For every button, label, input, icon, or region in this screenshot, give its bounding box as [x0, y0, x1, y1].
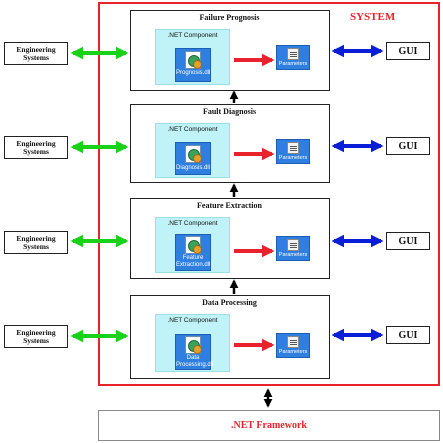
- gui-box: GUI: [386, 232, 430, 250]
- net-framework-box: .NET Framework: [98, 410, 440, 441]
- parameters-tile: Parameters: [276, 333, 310, 358]
- module-title: Data Processing: [202, 298, 257, 307]
- system-label: SYSTEM: [350, 11, 396, 23]
- module-failure-prognosis: Failure Prognosis .NET Component Prognos…: [130, 10, 330, 91]
- parameters-file-icon: [287, 48, 299, 60]
- dll-file-icon: [185, 336, 202, 354]
- parameters-tile: Parameters: [276, 45, 310, 70]
- dll-name: Feature Extraction.dll: [176, 255, 211, 268]
- parameters-label: Parameters: [278, 61, 308, 67]
- gui-box: GUI: [386, 42, 430, 60]
- gui-box: GUI: [386, 137, 430, 155]
- net-component-box: .NET Component Feature Extraction.dll: [155, 217, 230, 273]
- engineering-systems-box: Engineering Systems: [4, 231, 68, 254]
- module-title: Failure Prognosis: [199, 13, 260, 22]
- engineering-systems-box: Engineering Systems: [4, 325, 68, 348]
- parameters-file-icon: [287, 336, 299, 348]
- system-boundary: [98, 2, 440, 386]
- parameters-label: Parameters: [278, 252, 308, 258]
- dll-tile: Diagnosis.dll: [175, 142, 211, 175]
- dll-tile: Prognosis.dll: [175, 48, 211, 82]
- dll-name: Diagnosis.dll: [176, 165, 211, 171]
- parameters-file-icon: [287, 239, 299, 251]
- parameters-tile: Parameters: [276, 236, 310, 261]
- net-component-label: .NET Component: [167, 317, 218, 324]
- module-data-processing: Data Processing .NET Component Data Proc…: [130, 295, 330, 379]
- net-component-label: .NET Component: [167, 220, 218, 227]
- dll-name: Prognosis.dll: [176, 70, 211, 76]
- net-component-box: .NET Component Data Processing.dll: [155, 314, 230, 372]
- parameters-label: Parameters: [278, 349, 308, 355]
- dll-file-icon: [185, 145, 202, 163]
- parameters-label: Parameters: [278, 155, 308, 161]
- parameters-tile: Parameters: [276, 139, 310, 164]
- engineering-systems-box: Engineering Systems: [4, 136, 68, 159]
- dll-tile: Feature Extraction.dll: [175, 234, 211, 271]
- module-fault-diagnosis: Fault Diagnosis .NET Component Diagnosis…: [130, 104, 330, 183]
- module-title: Fault Diagnosis: [202, 107, 257, 116]
- dll-tile: Data Processing.dll: [175, 334, 214, 370]
- engineering-systems-box: Engineering Systems: [4, 42, 68, 65]
- net-component-label: .NET Component: [167, 32, 218, 39]
- dll-file-icon: [185, 51, 202, 69]
- module-title: Feature Extraction: [197, 201, 262, 210]
- net-component-box: .NET Component Prognosis.dll: [155, 29, 230, 85]
- dll-file-icon: [185, 236, 202, 254]
- dll-name: Data Processing.dll: [176, 355, 214, 368]
- module-feature-extraction: Feature Extraction .NET Component Featur…: [130, 198, 330, 279]
- parameters-file-icon: [287, 142, 299, 154]
- net-component-box: .NET Component Diagnosis.dll: [155, 123, 230, 178]
- net-component-label: .NET Component: [167, 126, 218, 133]
- gui-box: GUI: [386, 326, 430, 344]
